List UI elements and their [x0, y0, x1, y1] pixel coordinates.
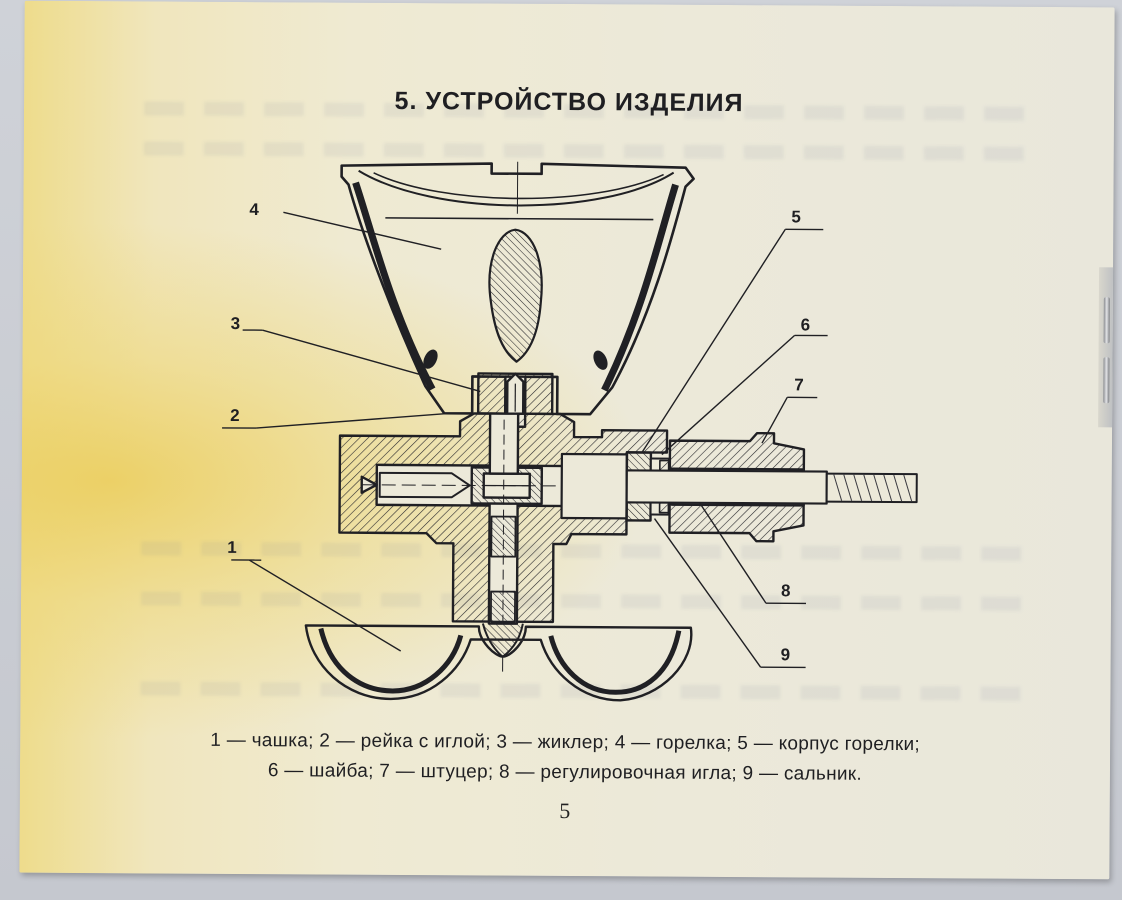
- adjusting-needle: [625, 469, 918, 505]
- cup-part: [304, 623, 693, 702]
- callout-2: 2: [230, 405, 240, 425]
- staple-icon: [1103, 357, 1110, 404]
- burner-bowl: [340, 161, 695, 416]
- page-number: 5: [559, 797, 571, 824]
- leader-lines: [220, 211, 828, 669]
- staple-icon: [1103, 297, 1110, 344]
- callout-8: 8: [781, 581, 791, 601]
- burner-cross-section-diagram: [220, 161, 918, 702]
- callout-5: 5: [791, 207, 801, 227]
- page-binding-edge: [1098, 267, 1114, 428]
- callout-4: 4: [249, 200, 259, 220]
- callout-3: 3: [230, 313, 241, 334]
- booklet-page: 5. УСТРОЙСТВО ИЗДЕЛИЯ: [19, 0, 1115, 880]
- callout-1: 1: [227, 537, 237, 557]
- burner-housing: [338, 412, 902, 625]
- figure-caption: 1 — чашка; 2 — рейка с иглой; 3 — жиклер…: [60, 725, 1070, 791]
- callout-6: 6: [800, 315, 811, 335]
- callout-7: 7: [794, 375, 804, 395]
- caption-line-2: 6 — шайба; 7 — штуцер; 8 — регулировочна…: [267, 760, 863, 785]
- caption-line-1: 1 — чашка; 2 — рейка с иглой; 3 — жиклер…: [210, 729, 921, 756]
- callout-9: 9: [780, 645, 791, 665]
